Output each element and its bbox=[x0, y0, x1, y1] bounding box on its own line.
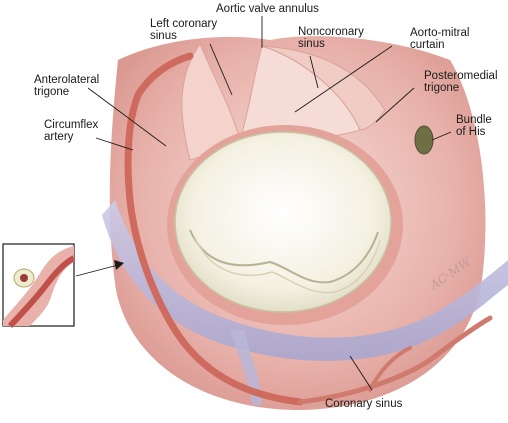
leader-posteromedial-trigone bbox=[375, 87, 415, 123]
label-line: sinus bbox=[298, 38, 325, 50]
bundle-of-his-marker bbox=[414, 125, 434, 155]
artery-branch-bottom bbox=[297, 315, 493, 405]
label-line: trigone bbox=[34, 86, 69, 98]
label-line: Coronary sinus bbox=[325, 398, 403, 410]
label-line: sinus bbox=[150, 30, 177, 42]
leader-anterolateral-trigone bbox=[87, 87, 167, 147]
inset-detail bbox=[2, 243, 76, 329]
label-line: trigone bbox=[424, 82, 459, 94]
leader-circumflex-artery bbox=[95, 137, 134, 151]
label-line: Aorto-mitral bbox=[410, 27, 469, 39]
leader-left-coronary-sinus bbox=[209, 43, 233, 96]
leader-noncoronary-sinus bbox=[309, 55, 319, 89]
leader-aorto-mitral-curtain bbox=[294, 45, 393, 113]
inset-arrow bbox=[75, 264, 119, 277]
circumflex-artery-vessel bbox=[124, 52, 304, 406]
aortic-valve bbox=[174, 131, 392, 313]
artery-branch-lower bbox=[368, 346, 412, 392]
coronary-sinus-vein bbox=[102, 200, 508, 361]
inset-arrow-head bbox=[114, 260, 124, 270]
label-line: Circumflex bbox=[44, 119, 99, 131]
label-coronary-sinus: Coronary sinus bbox=[325, 398, 403, 410]
leader-bundle-of-his bbox=[431, 131, 452, 141]
valve-leaflet-shadow bbox=[194, 237, 381, 294]
label-line: Bundle bbox=[456, 114, 492, 126]
label-line: Anterolateral bbox=[34, 74, 99, 86]
label-line: Noncoronary bbox=[298, 26, 364, 38]
label-line: curtain bbox=[410, 39, 445, 51]
label-line: Aortic valve annulus bbox=[216, 3, 319, 15]
coronary-sinus-branch bbox=[230, 330, 262, 405]
valve-leaflet-folds bbox=[189, 229, 379, 284]
label-line: of His bbox=[456, 126, 486, 138]
label-aortic-valve-annulus: Aortic valve annulus bbox=[216, 3, 319, 15]
label-line: Left coronary bbox=[150, 18, 217, 30]
label-line: artery bbox=[44, 131, 74, 143]
label-line: Posteromedial bbox=[424, 70, 498, 82]
leader-coronary-sinus bbox=[349, 355, 373, 391]
posteromedial-sinus-shape bbox=[261, 45, 386, 131]
